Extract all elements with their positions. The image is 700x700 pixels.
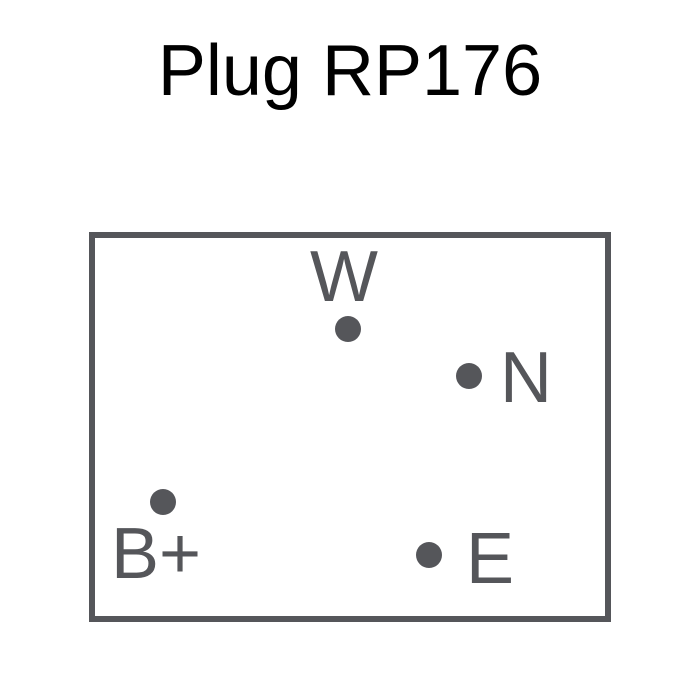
pin-n bbox=[456, 363, 482, 389]
pin-b-plus bbox=[150, 489, 176, 515]
pin-label-w: W bbox=[310, 237, 378, 317]
pin-e bbox=[416, 542, 442, 568]
plug-outline bbox=[89, 232, 611, 622]
pin-label-e: E bbox=[466, 519, 515, 599]
diagram-title: Plug RP176 bbox=[157, 31, 543, 111]
pin-w bbox=[335, 316, 361, 342]
pin-label-b-plus: B+ bbox=[111, 514, 202, 594]
pin-label-n: N bbox=[500, 338, 552, 418]
